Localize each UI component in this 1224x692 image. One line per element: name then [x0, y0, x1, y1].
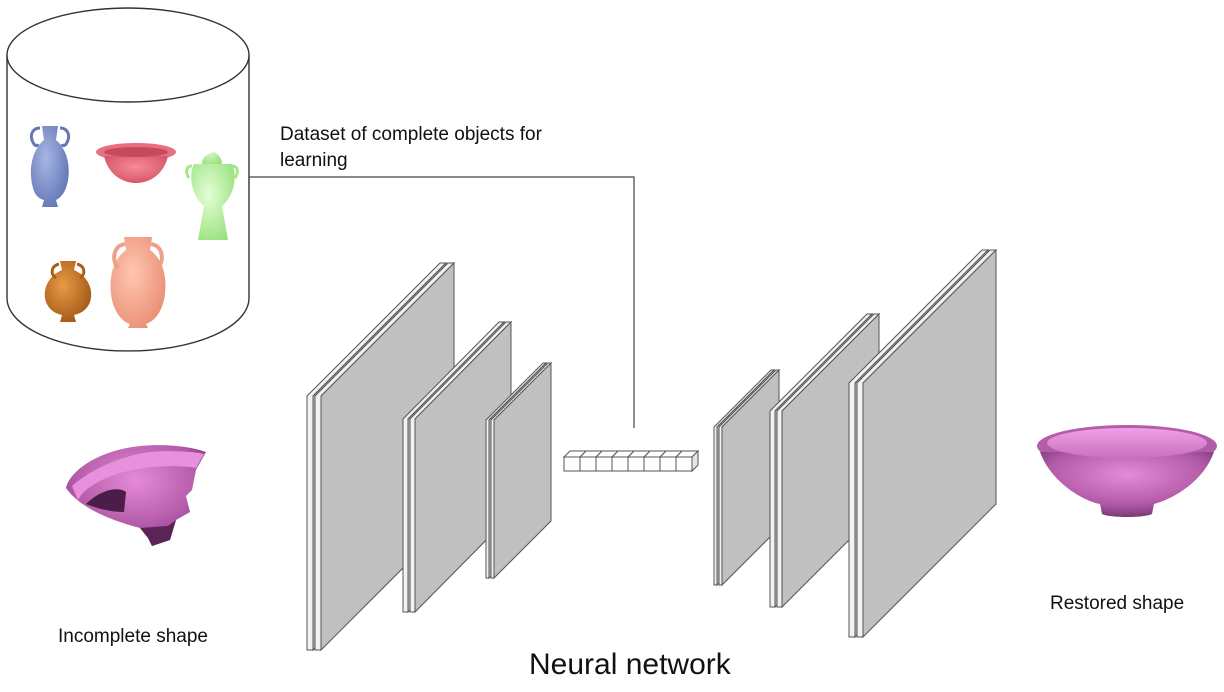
latent-cell-side — [691, 449, 699, 473]
restored-shape-icon — [1037, 425, 1217, 517]
vase-blue-icon — [29, 126, 71, 207]
encoder-layer-2 — [402, 320, 513, 614]
vase-green-icon — [185, 140, 239, 240]
bowl-red-icon — [96, 143, 176, 183]
encoder-layer-3 — [485, 361, 553, 580]
latent-vector — [562, 449, 700, 473]
latent-cell — [595, 456, 613, 472]
latent-cell — [579, 456, 597, 472]
latent-cell — [659, 456, 677, 472]
latent-cell — [627, 456, 645, 472]
incomplete-shape-icon — [66, 445, 206, 546]
restored-shape-label: Restored shape — [1050, 593, 1185, 614]
latent-cell — [643, 456, 661, 472]
incomplete-shape-label: Incomplete shape — [58, 626, 208, 647]
latent-cell — [611, 456, 629, 472]
vase-salmon-icon — [110, 237, 166, 328]
encoder-layer-1 — [306, 261, 456, 652]
vase-orange-icon — [44, 261, 92, 322]
decoder-layer-1 — [713, 368, 781, 587]
decoder-layer-3 — [848, 248, 998, 639]
neural-network-label: Neural network — [529, 648, 731, 681]
dataset-connector-line — [249, 176, 635, 428]
latent-cell — [563, 456, 581, 472]
network-layers — [306, 248, 998, 652]
dataset-label: Dataset of complete objects for learning — [280, 124, 542, 171]
latent-cell — [675, 456, 693, 472]
